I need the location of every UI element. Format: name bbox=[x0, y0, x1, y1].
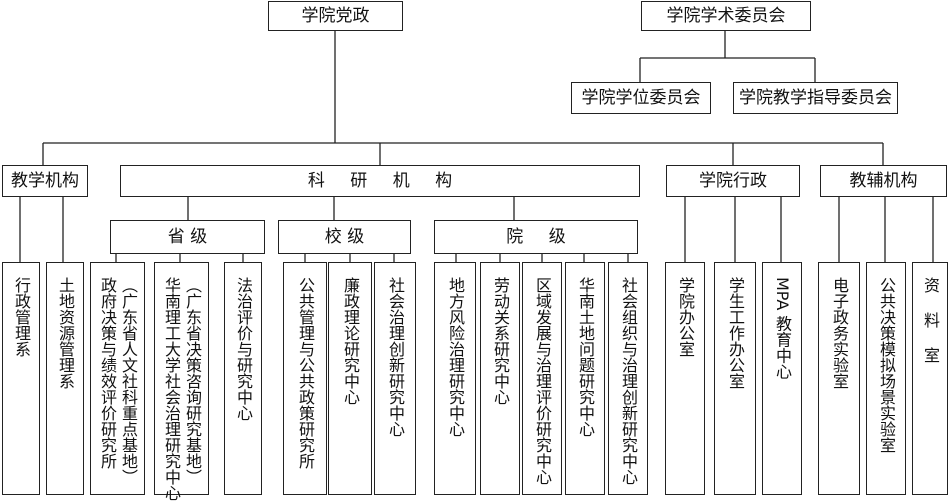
unit-public-administration-dept: 行政管理系 bbox=[2, 262, 40, 495]
teaching-institutions-box: 教学机构 bbox=[2, 165, 88, 197]
unit-mpa-education-center: MPA 教育中心 bbox=[762, 262, 802, 495]
unit-labor-relations-center: 劳动关系研究中心 bbox=[480, 262, 520, 495]
unit-reference-room: 资 料 室 bbox=[912, 262, 948, 495]
unit-e-government-lab: 电子政务实验室 bbox=[818, 262, 860, 495]
unit-sublabel: （广东省人文社科重点基地） bbox=[119, 277, 138, 485]
unit-label: 地方风险治理研究中心 bbox=[446, 277, 465, 437]
research-institutions-box: 科 研 机 构 bbox=[120, 165, 640, 197]
unit-label: 劳动关系研究中心 bbox=[491, 277, 510, 405]
unit-label: 社会组织与治理创新研究中心 bbox=[619, 277, 638, 485]
unit-social-governance-center: 华南理工大学社会治理研究中心 （广东省决策咨询研究基地） bbox=[154, 262, 209, 501]
unit-local-risk-governance-center: 地方风险治理研究中心 bbox=[434, 262, 476, 495]
college-level-box: 院 级 bbox=[434, 220, 638, 254]
college-administration-box: 学院行政 bbox=[666, 165, 800, 197]
unit-social-organization-center: 社会组织与治理创新研究中心 bbox=[608, 262, 648, 495]
auxiliary-institutions-box: 教辅机构 bbox=[820, 165, 947, 197]
unit-label: 土地资源管理系 bbox=[56, 277, 75, 389]
unit-label: 行政管理系 bbox=[12, 277, 31, 357]
unit-label: 区域发展与治理评价研究中心 bbox=[533, 277, 552, 485]
unit-label: 廉政理论研究中心 bbox=[341, 277, 360, 405]
unit-sublabel: （广东省决策咨询研究基地） bbox=[183, 277, 202, 485]
university-level-box: 校 级 bbox=[278, 220, 411, 254]
unit-label: 公共管理与公共政策研究所 bbox=[296, 277, 315, 469]
unit-label: 公共决策模拟场景实验室 bbox=[877, 277, 896, 453]
unit-south-china-land-center: 华南土地问题研究中心 bbox=[565, 262, 605, 495]
degree-committee-box: 学院学位委员会 bbox=[571, 82, 711, 114]
unit-decision-performance-institute: 政府决策与绩效评价研究所 （广东省人文社科重点基地） bbox=[90, 262, 145, 495]
unit-label: 社会治理创新研究中心 bbox=[386, 277, 405, 437]
unit-college-office: 学院办公室 bbox=[665, 262, 705, 495]
unit-label: 电子政务实验室 bbox=[830, 277, 849, 389]
unit-label: 法治评价与研究中心 bbox=[234, 277, 253, 421]
unit-label: 华南理工大学社会治理研究中心 bbox=[162, 277, 181, 501]
unit-label: MPA 教育中心 bbox=[773, 277, 792, 380]
academic-committee-box: 学院学术委员会 bbox=[641, 1, 811, 31]
party-admin-box: 学院党政 bbox=[268, 1, 403, 31]
unit-public-decision-simulation-lab: 公共决策模拟场景实验室 bbox=[866, 262, 906, 495]
unit-rule-of-law-evaluation-center: 法治评价与研究中心 bbox=[224, 262, 262, 495]
unit-public-policy-institute: 公共管理与公共政策研究所 bbox=[283, 262, 327, 495]
unit-label: 学院办公室 bbox=[676, 277, 695, 357]
unit-label: 资 料 室 bbox=[921, 277, 940, 363]
unit-label: 政府决策与绩效评价研究所 bbox=[98, 277, 117, 469]
unit-land-resource-management-dept: 土地资源管理系 bbox=[46, 262, 84, 495]
teaching-guidance-committee-box: 学院教学指导委员会 bbox=[733, 82, 898, 114]
unit-student-affairs-office: 学生工作办公室 bbox=[714, 262, 756, 495]
unit-social-governance-innovation-center: 社会治理创新研究中心 bbox=[374, 262, 416, 495]
provincial-level-box: 省 级 bbox=[110, 220, 265, 254]
unit-regional-development-center: 区域发展与治理评价研究中心 bbox=[522, 262, 562, 495]
unit-integrity-theory-center: 廉政理论研究中心 bbox=[328, 262, 372, 495]
unit-label: 学生工作办公室 bbox=[726, 277, 745, 389]
unit-label: 华南土地问题研究中心 bbox=[576, 277, 595, 437]
